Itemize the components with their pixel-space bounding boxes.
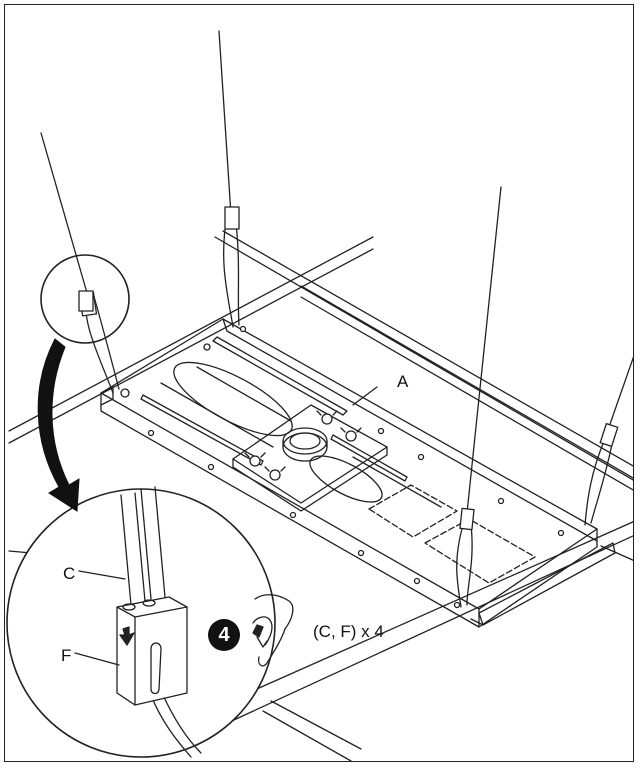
center-collar bbox=[282, 432, 328, 462]
label-f: F bbox=[61, 646, 72, 665]
assembly-diagram bbox=[6, 30, 633, 761]
quantity-label: (C, F) x 4 bbox=[313, 622, 384, 641]
label-c: C bbox=[63, 564, 76, 583]
leader-line-c bbox=[78, 570, 126, 580]
knockout-panel-2 bbox=[424, 518, 536, 584]
screw-holes bbox=[120, 325, 565, 609]
ceiling-grid bbox=[8, 230, 633, 761]
knockout-panel-1 bbox=[368, 484, 458, 538]
detail-cable-closeup bbox=[116, 486, 202, 758]
hand-tightening-icon bbox=[252, 594, 294, 667]
leader-line-a bbox=[352, 386, 378, 406]
down-arrow-icon bbox=[119, 626, 135, 646]
wing-nuts bbox=[244, 410, 362, 481]
curved-arrow-icon bbox=[37, 338, 80, 512]
step-badge: 4 bbox=[208, 619, 240, 651]
suspension-cables bbox=[40, 30, 633, 608]
oval-cutout-left bbox=[173, 361, 293, 437]
leader-line-f bbox=[74, 652, 120, 666]
cable-ferrules bbox=[78, 206, 619, 531]
illustration-frame: A C F 4 (C, F) x 4 bbox=[4, 4, 634, 762]
zoom-circle-icon bbox=[40, 254, 130, 344]
label-a: A bbox=[397, 372, 409, 391]
